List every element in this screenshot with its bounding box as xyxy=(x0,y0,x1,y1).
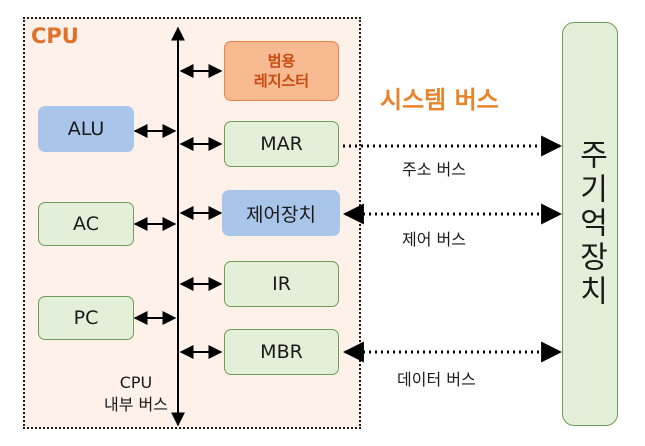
main-memory-box: 주기억장치 xyxy=(562,22,618,426)
address-bus-label: 주소 버스 xyxy=(402,160,466,179)
ir-box: IR xyxy=(224,261,339,307)
pc-label: PC xyxy=(73,307,99,329)
ir-label: IR xyxy=(272,273,291,295)
ac-label: AC xyxy=(73,213,99,235)
main-memory-label: 주기억장치 xyxy=(573,139,608,309)
alu-box: ALU xyxy=(38,106,134,152)
internal-bus-label: CPU 내부 버스 xyxy=(96,372,176,416)
mar-label: MAR xyxy=(260,133,303,155)
ac-box: AC xyxy=(38,202,134,246)
pc-box: PC xyxy=(38,296,134,340)
control-bus-label: 제어 버스 xyxy=(402,230,466,249)
general-register-label: 범용 레지스터 xyxy=(253,52,310,90)
cpu-label: CPU xyxy=(31,24,79,48)
mbr-box: MBR xyxy=(224,329,339,375)
general-register-box: 범용 레지스터 xyxy=(224,41,339,101)
control-unit-label: 제어장치 xyxy=(246,203,316,226)
system-bus-title: 시스템 버스 xyxy=(380,86,499,114)
control-unit-box: 제어장치 xyxy=(222,190,340,236)
internal-bus-label-line2: 내부 버스 xyxy=(104,395,168,414)
mbr-label: MBR xyxy=(260,341,303,363)
data-bus-label: 데이터 버스 xyxy=(397,370,476,389)
mar-box: MAR xyxy=(224,121,339,167)
alu-label: ALU xyxy=(67,118,105,140)
internal-bus-label-line1: CPU xyxy=(119,373,153,392)
